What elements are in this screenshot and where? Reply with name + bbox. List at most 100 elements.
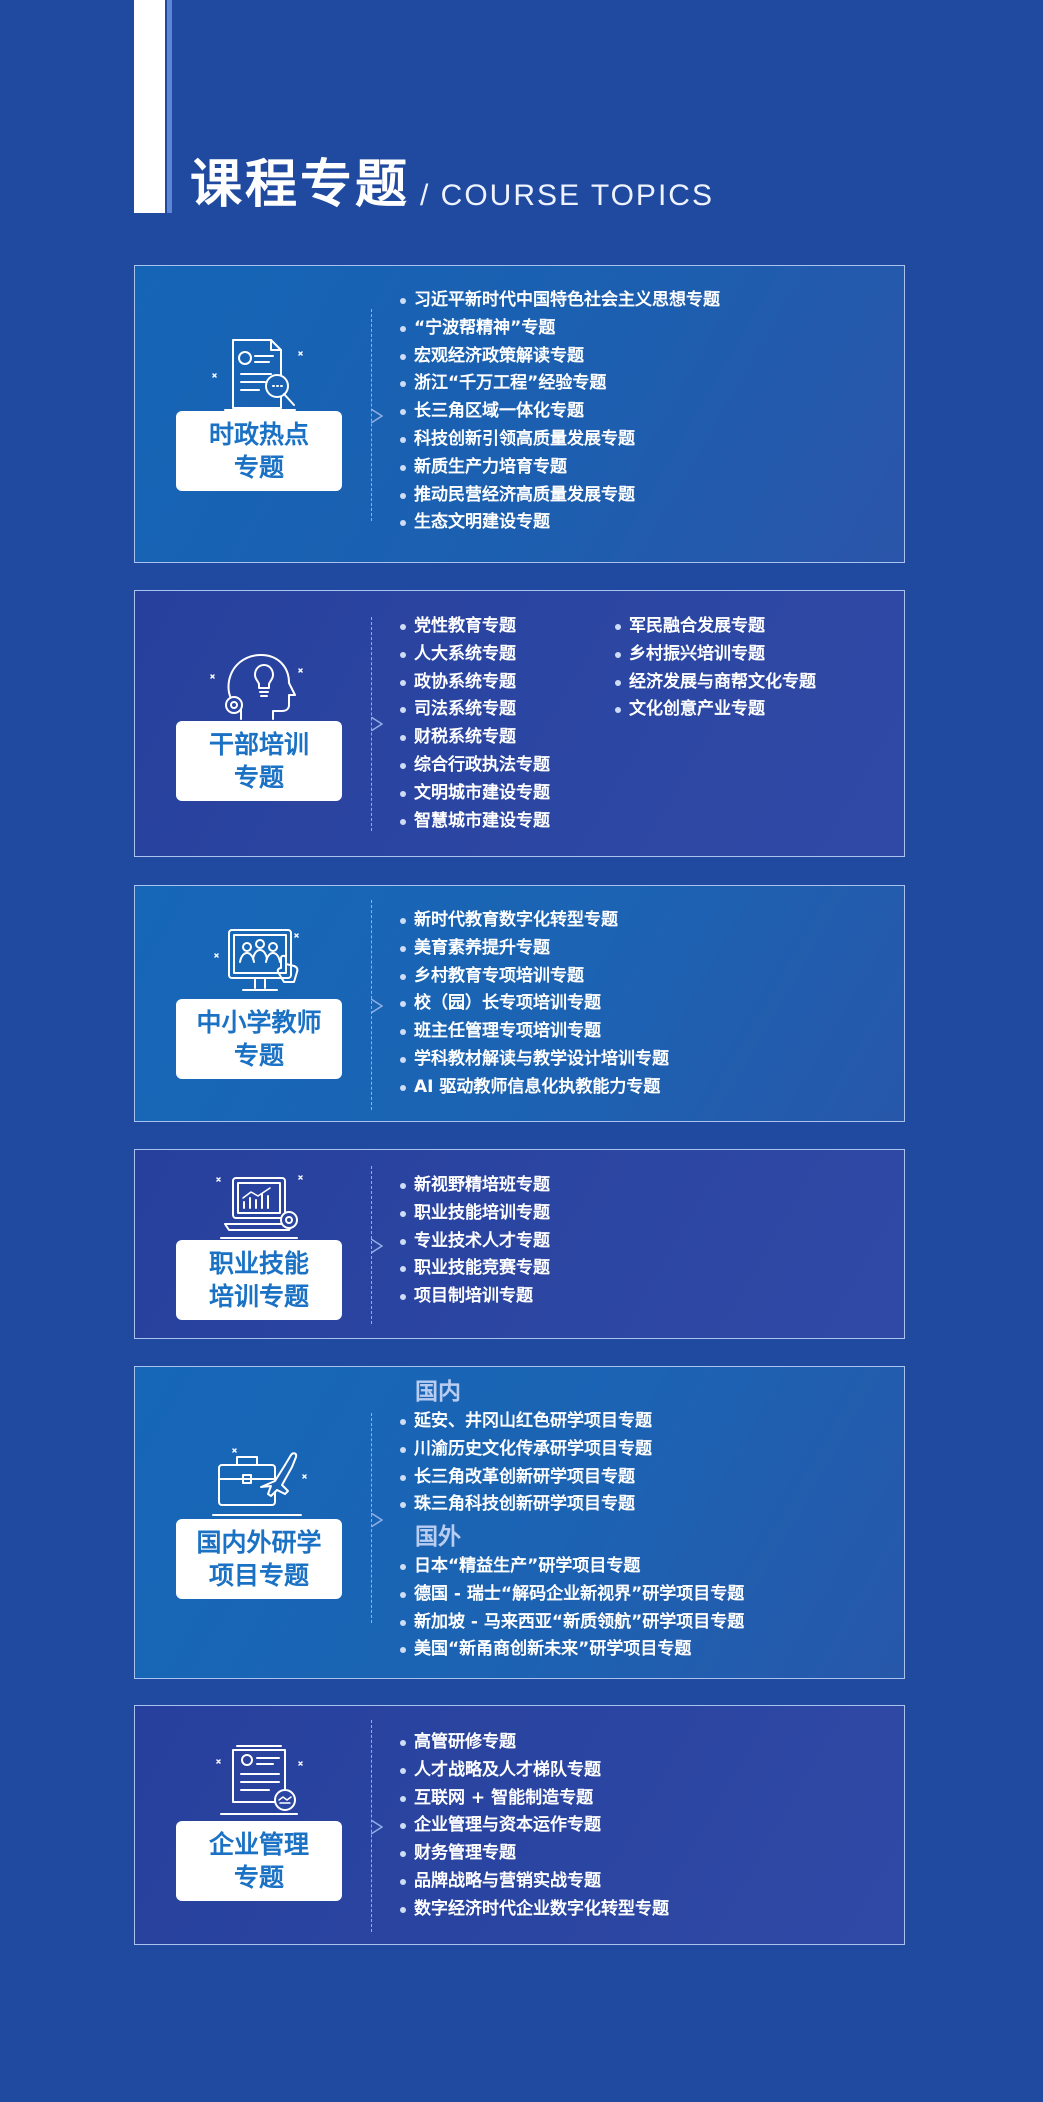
list-item: “宁波帮精神”专题 <box>400 315 720 343</box>
list-item: 职业技能竞赛专题 <box>400 1255 550 1283</box>
list-item: 乡村教育专项培训专题 <box>400 963 669 991</box>
divider-arrow <box>370 716 384 732</box>
list-item: 军民融合发展专题 <box>615 613 816 641</box>
title-accent-bar <box>134 0 165 213</box>
list-item: 项目制培训专题 <box>400 1283 550 1311</box>
briefcase-airplane-icon <box>203 1439 315 1519</box>
topic-label: 中小学教师 专题 <box>176 999 342 1079</box>
topic-label-line2: 专题 <box>233 763 284 792</box>
dashed-divider <box>371 1720 372 1932</box>
list-item: 学科教材解读与教学设计培训专题 <box>400 1046 669 1074</box>
list-item: 推动民营经济高质量发展专题 <box>400 482 720 510</box>
topic-label-line1: 企业管理 <box>208 1830 309 1859</box>
title-accent-line <box>167 0 172 213</box>
topic-list: 党性教育专题 人大系统专题 政协系统专题 司法系统专题 财税系统专题 综合行政执… <box>400 613 550 835</box>
topic-label-line1: 职业技能 <box>208 1249 309 1278</box>
lightbulb-head-icon <box>203 645 315 725</box>
list-item: AI 驱动教师信息化执教能力专题 <box>400 1074 669 1102</box>
divider-arrow <box>370 408 384 424</box>
list-item: 企业管理与资本运作专题 <box>400 1812 669 1840</box>
topic-label: 时政热点 专题 <box>176 411 342 491</box>
domestic-heading: 国内 <box>415 1379 461 1405</box>
topic-label-line2: 项目专题 <box>208 1561 309 1590</box>
list-item: 延安、井冈山红色研学项目专题 <box>400 1408 652 1436</box>
list-item: 新时代教育数字化转型专题 <box>400 907 669 935</box>
list-item: 财务管理专题 <box>400 1840 669 1868</box>
topic-label-line1: 国内外研学 <box>196 1528 322 1557</box>
management-document-icon <box>203 1742 315 1822</box>
list-item: 文明城市建设专题 <box>400 780 550 808</box>
page-subtitle: / COURSE TOPICS <box>420 179 714 212</box>
topic-label: 职业技能 培训专题 <box>176 1240 342 1320</box>
list-item: 川渝历史文化传承研学项目专题 <box>400 1436 652 1464</box>
topic-label-line2: 培训专题 <box>208 1282 309 1311</box>
online-classroom-icon <box>203 924 315 1004</box>
list-item: 校（园）长专项培训专题 <box>400 990 669 1018</box>
topic-card-enterprise-management: 企业管理 专题 高管研修专题 人才战略及人才梯队专题 互联网 + 智能制造专题 … <box>134 1705 905 1945</box>
dashed-divider <box>371 309 372 521</box>
dashed-divider <box>371 617 372 831</box>
topic-card-current-affairs: 时政热点 专题 习近平新时代中国特色社会主义思想专题 “宁波帮精神”专题 宏观经… <box>134 265 905 563</box>
list-item: 政协系统专题 <box>400 669 550 697</box>
list-item: 日本“精益生产”研学项目专题 <box>400 1553 744 1581</box>
list-item: 习近平新时代中国特色社会主义思想专题 <box>400 287 720 315</box>
topic-list: 新视野精培班专题 职业技能培训专题 专业技术人才专题 职业技能竞赛专题 项目制培… <box>400 1172 550 1311</box>
topic-label-line2: 专题 <box>233 1041 284 1070</box>
divider-arrow <box>370 1238 384 1254</box>
divider-arrow <box>370 1512 384 1528</box>
list-item: 职业技能培训专题 <box>400 1200 550 1228</box>
list-item: 高管研修专题 <box>400 1729 669 1757</box>
topic-card-study-tours: 国内外研学 项目专题 国内 延安、井冈山红色研学项目专题 川渝历史文化传承研学项… <box>134 1366 905 1679</box>
list-item: 美国“新甬商创新未来”研学项目专题 <box>400 1636 744 1664</box>
topic-list: 高管研修专题 人才战略及人才梯队专题 互联网 + 智能制造专题 企业管理与资本运… <box>400 1729 669 1924</box>
list-item: 智慧城市建设专题 <box>400 808 550 836</box>
topic-label: 国内外研学 项目专题 <box>176 1519 342 1599</box>
list-item: 专业技术人才专题 <box>400 1228 550 1256</box>
list-item: 党性教育专题 <box>400 613 550 641</box>
dashed-divider <box>371 900 372 1110</box>
topic-label-line2: 专题 <box>233 453 284 482</box>
list-item: 文化创意产业专题 <box>615 696 816 724</box>
list-item: 科技创新引领高质量发展专题 <box>400 426 720 454</box>
list-item: 新加坡 - 马来西亚“新质领航”研学项目专题 <box>400 1609 744 1637</box>
topic-label-line1: 时政热点 <box>208 420 309 449</box>
topic-label-line1: 中小学教师 <box>196 1008 322 1037</box>
list-item: 长三角改革创新研学项目专题 <box>400 1464 652 1492</box>
topic-card-vocational-skills: 职业技能 培训专题 新视野精培班专题 职业技能培训专题 专业技术人才专题 职业技… <box>134 1149 905 1339</box>
list-item: 珠三角科技创新研学项目专题 <box>400 1491 652 1519</box>
list-item: 美育素养提升专题 <box>400 935 669 963</box>
dashed-divider <box>371 1413 372 1623</box>
list-item: 新视野精培班专题 <box>400 1172 550 1200</box>
list-item: 财税系统专题 <box>400 724 550 752</box>
list-item: 品牌战略与营销实战专题 <box>400 1868 669 1896</box>
list-item: 经济发展与商帮文化专题 <box>615 669 816 697</box>
divider-arrow <box>370 998 384 1014</box>
divider-arrow <box>370 1819 384 1835</box>
page-title: 课程专题 <box>190 155 411 215</box>
list-item: 人大系统专题 <box>400 641 550 669</box>
list-item: 生态文明建设专题 <box>400 509 720 537</box>
list-item: 司法系统专题 <box>400 696 550 724</box>
list-item: 德国 - 瑞士“解码企业新视界”研学项目专题 <box>400 1581 744 1609</box>
topic-label: 企业管理 专题 <box>176 1821 342 1901</box>
list-item: 人才战略及人才梯队专题 <box>400 1757 669 1785</box>
list-item: 宏观经济政策解读专题 <box>400 343 720 371</box>
topic-list: 习近平新时代中国特色社会主义思想专题 “宁波帮精神”专题 宏观经济政策解读专题 … <box>400 287 720 537</box>
list-item: 互联网 + 智能制造专题 <box>400 1785 669 1813</box>
list-item: 浙江“千万工程”经验专题 <box>400 370 720 398</box>
list-item: 班主任管理专项培训专题 <box>400 1018 669 1046</box>
topic-card-cadre-training: 干部培训 专题 党性教育专题 人大系统专题 政协系统专题 司法系统专题 财税系统… <box>134 590 905 857</box>
list-item: 乡村振兴培训专题 <box>615 641 816 669</box>
list-item: 长三角区域一体化专题 <box>400 398 720 426</box>
topic-card-teachers: 中小学教师 专题 新时代教育数字化转型专题 美育素养提升专题 乡村教育专项培训专… <box>134 885 905 1122</box>
dashed-divider <box>371 1166 372 1324</box>
list-item: 综合行政执法专题 <box>400 752 550 780</box>
topic-list-secondary: 军民融合发展专题 乡村振兴培训专题 经济发展与商帮文化专题 文化创意产业专题 <box>615 613 816 724</box>
topic-label-line1: 干部培训 <box>208 730 309 759</box>
topic-label-line2: 专题 <box>233 1863 284 1892</box>
topic-label: 干部培训 专题 <box>176 721 342 801</box>
laptop-chart-icon <box>203 1170 315 1250</box>
abroad-list: 日本“精益生产”研学项目专题 德国 - 瑞士“解码企业新视界”研学项目专题 新加… <box>400 1553 744 1664</box>
list-item: 数字经济时代企业数字化转型专题 <box>400 1896 669 1924</box>
abroad-heading: 国外 <box>415 1524 461 1550</box>
